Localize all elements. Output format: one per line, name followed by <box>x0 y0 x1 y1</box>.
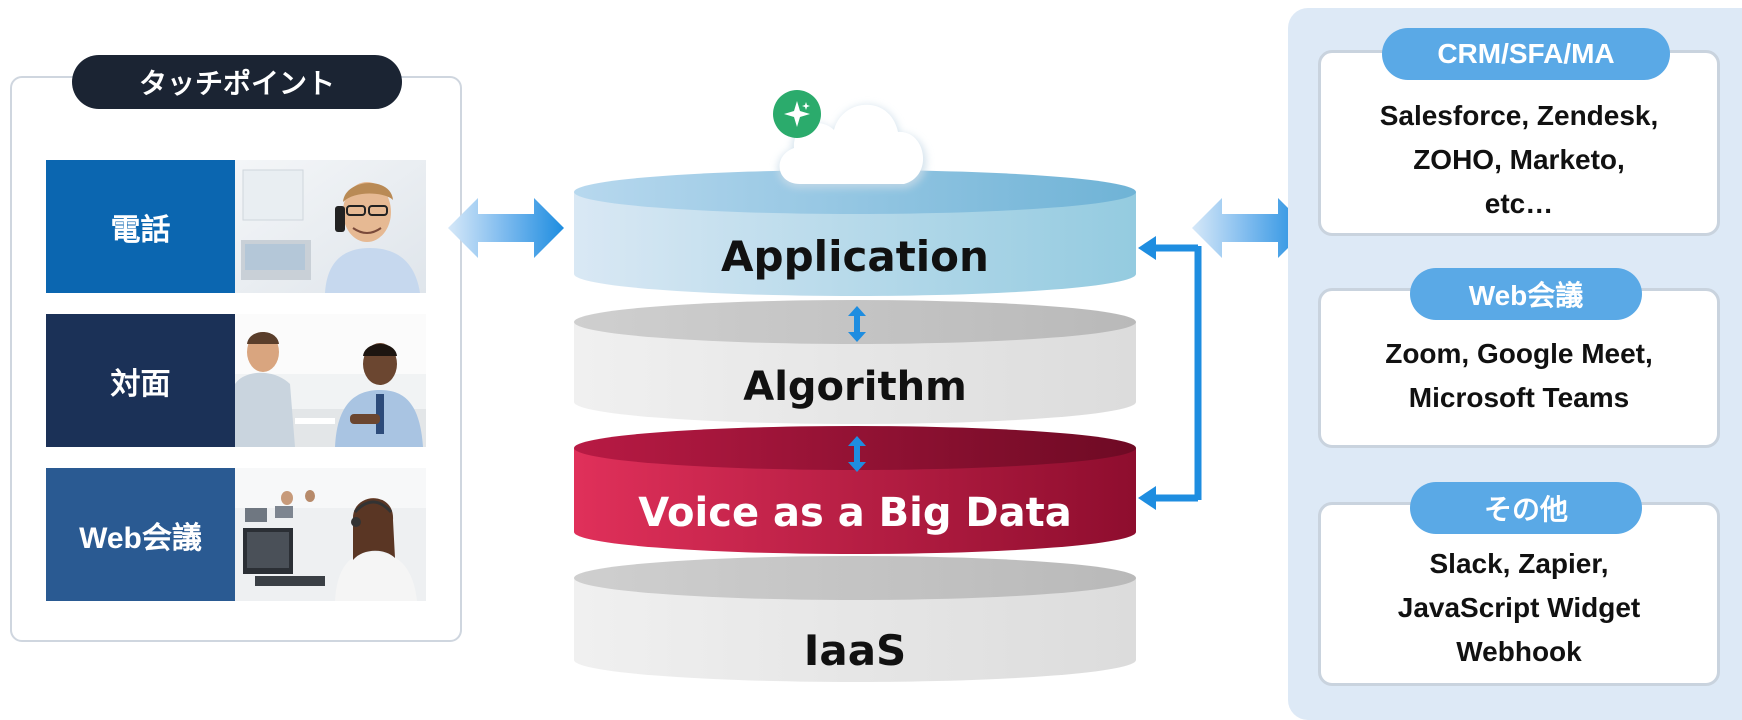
touchpoint-label-phone: 電話 <box>46 160 235 293</box>
integration-line: Salesforce, Zendesk, <box>1379 100 1659 131</box>
meeting-photo <box>235 314 426 447</box>
touchpoint-label-web-meeting: Web会議 <box>46 468 235 601</box>
touchpoint-phone: 電話 <box>46 160 426 293</box>
integration-title-crm: CRM/SFA/MA <box>1382 28 1670 80</box>
integration-title-web-meeting: Web会議 <box>1410 268 1642 320</box>
integration-line: Zoom, Google Meet, <box>1385 338 1653 369</box>
touchpoint-label-face-to-face: 対面 <box>46 314 235 447</box>
call-center-photo <box>235 468 426 601</box>
layer-iaas <box>574 556 1136 682</box>
integration-list-other: Slack, Zapier, JavaScript Widget Webhook <box>1318 542 1720 674</box>
integration-list-web-meeting: Zoom, Google Meet, Microsoft Teams <box>1318 332 1720 420</box>
layer-label-voice-big-data: Voice as a Big Data <box>638 490 1072 536</box>
ai-sparkle-badge <box>773 90 821 138</box>
integration-line: ZOHO, Marketo, <box>1413 144 1625 175</box>
layer-connector-arrows <box>848 306 866 472</box>
phone-photo <box>235 160 426 293</box>
application-data-connector <box>1138 236 1202 510</box>
integration-title-other: その他 <box>1410 482 1642 534</box>
integration-line: etc… <box>1484 188 1554 219</box>
layer-stack-graphic <box>574 170 1136 682</box>
layer-label-application: Application <box>721 232 989 281</box>
layer-label-algorithm: Algorithm <box>743 364 967 410</box>
integration-line: Slack, Zapier, <box>1429 548 1609 579</box>
integration-list-crm: Salesforce, Zendesk, ZOHO, Marketo, etc… <box>1318 94 1720 226</box>
layer-label-iaas: IaaS <box>803 626 907 675</box>
layer-application <box>574 170 1136 296</box>
touchpoint-face-to-face: 対面 <box>46 314 426 447</box>
integration-box-crm <box>1318 50 1720 236</box>
touchpoint-title: タッチポイント <box>72 55 402 109</box>
sparkle-icon <box>784 101 810 127</box>
integration-line: Webhook <box>1456 636 1582 667</box>
bidirectional-arrow-left <box>448 198 564 258</box>
integration-line: JavaScript Widget <box>1397 592 1641 623</box>
touchpoint-web-meeting: Web会議 <box>46 468 426 601</box>
bidirectional-arrow-right <box>1192 198 1308 258</box>
integration-line: Microsoft Teams <box>1408 382 1630 413</box>
